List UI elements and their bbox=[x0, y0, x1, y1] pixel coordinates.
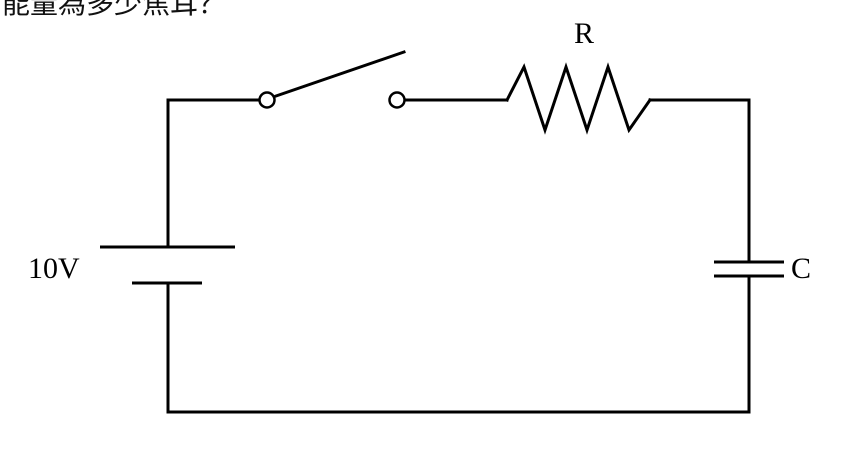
wire-bottom bbox=[166, 274, 751, 414]
resistor bbox=[504, 62, 653, 135]
resistor-label: R bbox=[574, 17, 594, 50]
wire-left-top bbox=[166, 98, 260, 249]
switch-terminal-right bbox=[388, 91, 406, 109]
switch bbox=[258, 50, 406, 109]
capacitor-label: C bbox=[791, 252, 811, 285]
battery bbox=[100, 245, 235, 285]
battery-label: 10V bbox=[28, 252, 80, 285]
capacitor bbox=[714, 260, 784, 278]
question-text-fragment: 能量為多少焦耳？ bbox=[2, 0, 227, 20]
switch-terminal-left bbox=[258, 91, 276, 109]
wire-right-top bbox=[648, 98, 751, 264]
switch-blade bbox=[274, 50, 406, 98]
